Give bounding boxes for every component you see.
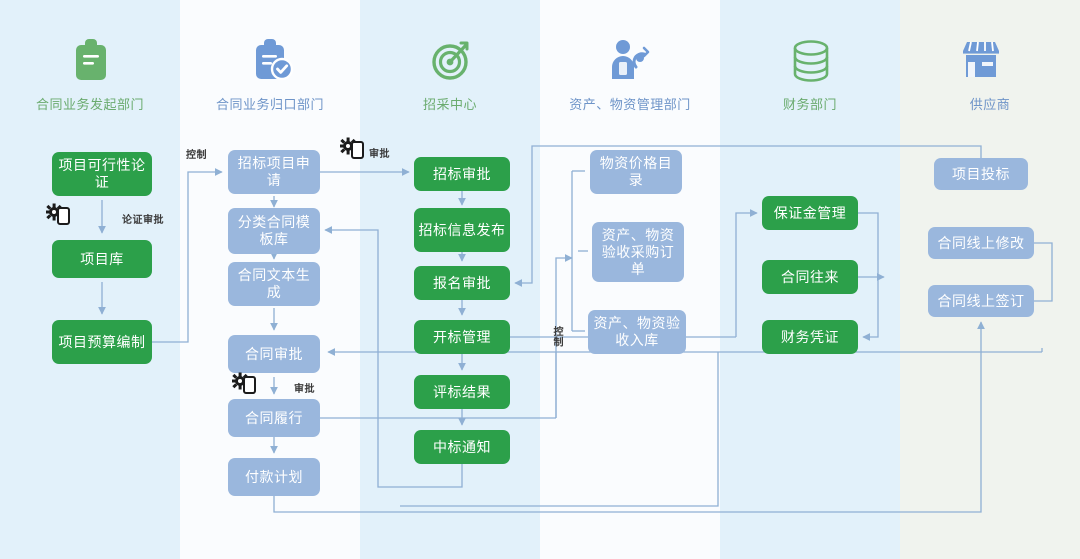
column-title-3: 招采中心 [422,97,477,112]
node-asset-material-warehousing[interactable]: 资产、物资验收入库 [588,310,686,354]
node-award-notice[interactable]: 中标通知 [414,430,510,464]
database-icon [790,38,832,87]
node-payment-plan[interactable]: 付款计划 [228,458,320,496]
node-project-feasibility[interactable]: 项目可行性论证 [52,152,152,196]
node-evaluation-result[interactable]: 评标结果 [414,375,510,409]
store-icon [960,38,1002,87]
gear-document-icon-3 [231,372,258,401]
node-contract-online-modify[interactable]: 合同线上修改 [928,227,1034,259]
node-bid-info-release[interactable]: 招标信息发布 [414,208,510,252]
node-bid-project-application[interactable]: 招标项目申请 [228,150,320,194]
node-registration-approval[interactable]: 报名审批 [414,266,510,300]
target-icon [432,38,472,87]
node-asset-material-purchase-order[interactable]: 资产、物资验收采购订单 [592,222,684,282]
column-title-6: 供应商 [969,97,1011,112]
column-title-4: 资产、物资管理部门 [569,97,691,112]
edge-label-control-left: 控制 [186,150,207,161]
edge-label-approval-top: 审批 [369,149,390,160]
node-contract-transactions[interactable]: 合同往来 [762,260,858,294]
gear-document-icon-1 [45,203,72,232]
person-asset-icon [610,38,652,87]
node-contract-template-library[interactable]: 分类合同模板库 [228,208,320,254]
node-deposit-management[interactable]: 保证金管理 [762,196,858,230]
gear-document-icon-2 [339,137,366,166]
node-material-price-catalog[interactable]: 物资价格目录 [590,150,682,194]
node-bid-opening-management[interactable]: 开标管理 [414,320,510,354]
column-title-1: 合同业务发起部门 [35,97,144,112]
band-col-1 [0,0,180,559]
clipboard-check-icon [252,38,294,87]
edge-label-approval-mid: 审批 [294,384,315,395]
node-project-budget[interactable]: 项目预算编制 [52,320,152,364]
column-title-2: 合同业务归口部门 [215,97,324,112]
clipboard-icon [72,38,110,87]
column-title-5: 财务部门 [782,97,837,112]
node-bid-approval[interactable]: 招标审批 [414,157,510,191]
node-contract-execution[interactable]: 合同履行 [228,399,320,437]
node-financial-voucher[interactable]: 财务凭证 [762,320,858,354]
node-project-library[interactable]: 项目库 [52,240,152,278]
node-project-bidding[interactable]: 项目投标 [934,158,1028,190]
edge-label-argument-approval: 论证审批 [122,215,164,226]
node-contract-approval[interactable]: 合同审批 [228,335,320,373]
node-contract-online-signing[interactable]: 合同线上签订 [928,285,1034,317]
node-contract-text-generation[interactable]: 合同文本生成 [228,262,320,306]
edge-label-control-mid: 控制 [551,326,562,347]
